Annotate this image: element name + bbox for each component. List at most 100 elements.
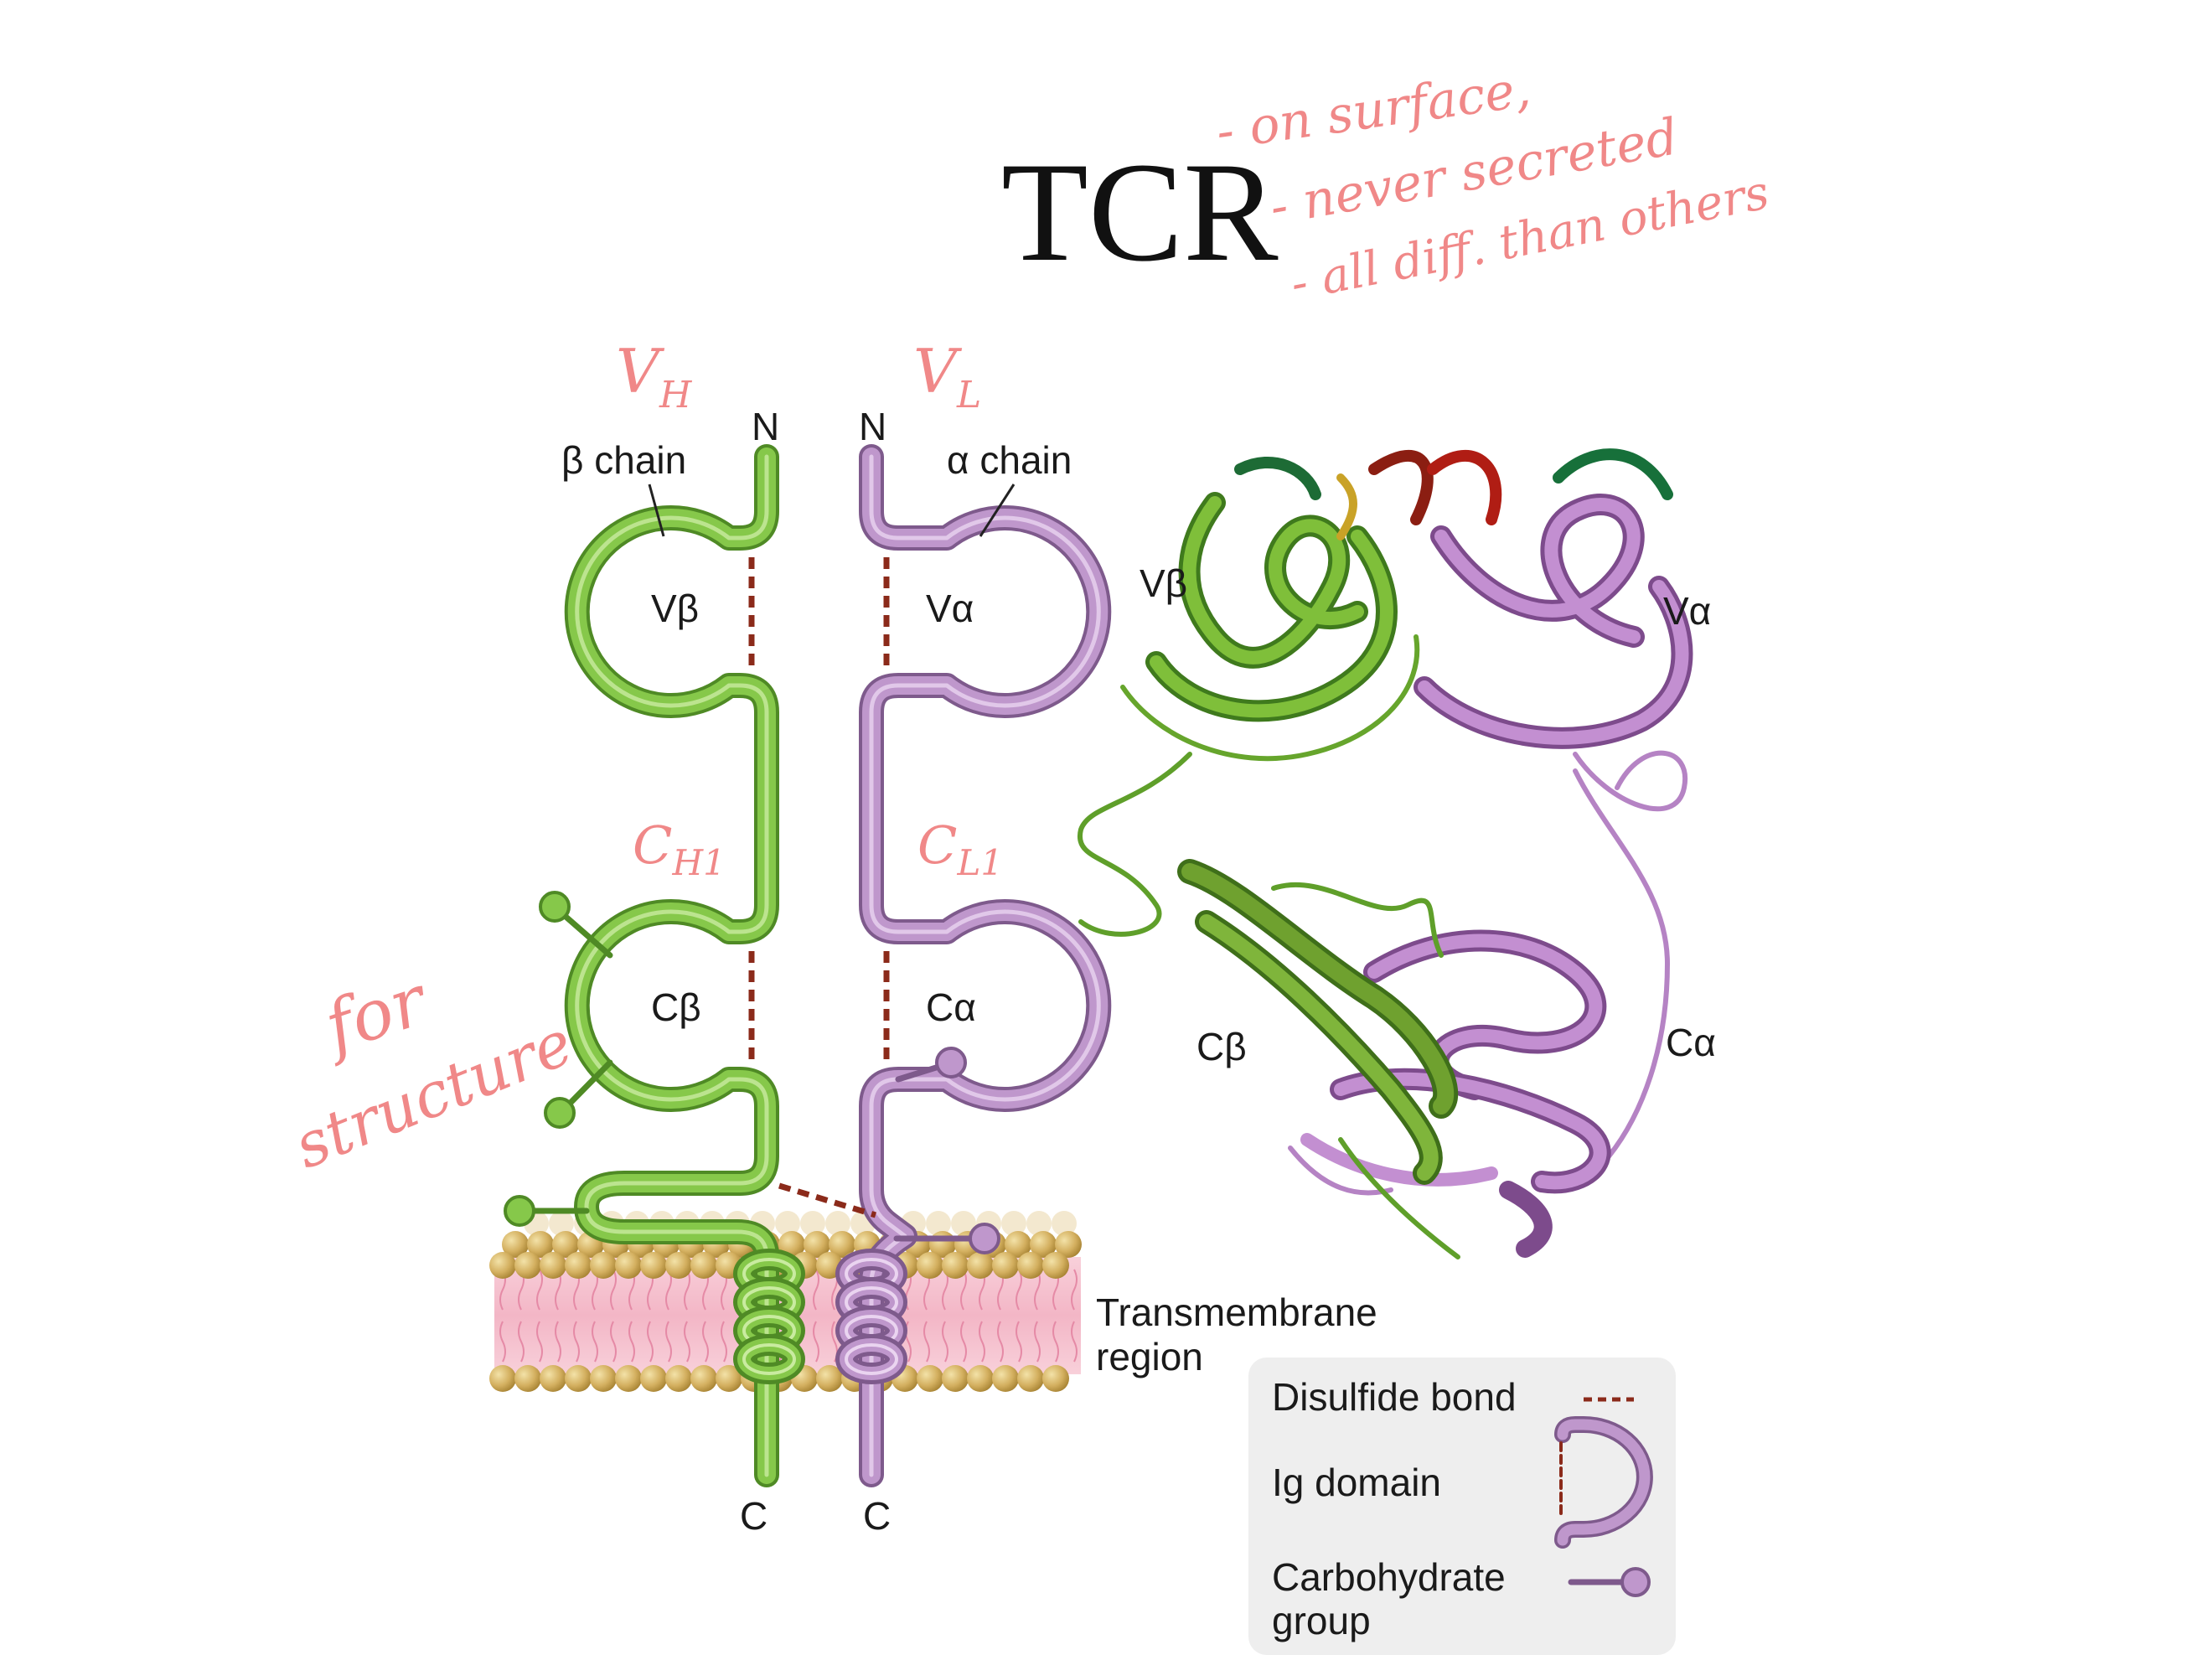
lipid-head	[549, 1211, 574, 1236]
disulfide-interchain	[778, 1182, 877, 1218]
beta-chain-schematic	[564, 444, 779, 1487]
annotation-vh: VH	[616, 336, 693, 416]
legend-carbohydrate-label-2: group	[1272, 1599, 1371, 1642]
lipid-head	[1026, 1211, 1052, 1236]
lipid-head	[1017, 1365, 1044, 1392]
lipid-head	[489, 1365, 516, 1392]
lipid-head	[540, 1365, 566, 1392]
lipid-head	[552, 1231, 579, 1258]
ribbon-linkers	[1077, 752, 1670, 1159]
lipid-head	[502, 1231, 529, 1258]
page-title: TCR	[1001, 133, 1279, 291]
carbohydrate-alpha-2	[893, 1223, 1000, 1254]
lipid-head	[1042, 1252, 1069, 1279]
disulfide-bonds	[748, 557, 890, 1218]
lipid-head	[1055, 1231, 1082, 1258]
lipid-head	[590, 1252, 617, 1279]
lipid-head	[967, 1365, 994, 1392]
ribbon-c-alpha-label: Cα	[1666, 1021, 1716, 1064]
alpha-chain-schematic	[859, 444, 1112, 1487]
annotation-ch1: CH1	[633, 815, 726, 883]
alpha-chain-label: α chain	[947, 438, 1072, 482]
c-terminus-alpha: C	[863, 1494, 891, 1538]
lipid-head	[514, 1252, 541, 1279]
ribbon-v-alpha	[1414, 448, 1693, 812]
c-alpha-domain-label: Cα	[926, 985, 976, 1029]
lipid-head	[1052, 1211, 1077, 1236]
legend-ig-domain-swatch	[1554, 1416, 1653, 1549]
beta-chain-leader	[648, 484, 665, 537]
lipid-head	[665, 1365, 692, 1392]
lipid-head	[1030, 1231, 1057, 1258]
lipid-head	[527, 1231, 554, 1258]
n-terminus-beta: N	[752, 405, 779, 448]
lipid-head	[615, 1365, 642, 1392]
beta-chain-label: β chain	[561, 438, 686, 482]
carbohydrate-beta-3	[504, 1195, 590, 1227]
lipid-tail	[1016, 1269, 1022, 1363]
lipid-head	[1005, 1231, 1031, 1258]
title-notes: - on surface, - never secreted - all dif…	[1212, 59, 1773, 312]
lipid-head	[615, 1252, 642, 1279]
transmembrane-label: Transmembrane	[1096, 1290, 1377, 1334]
lipid-head	[1042, 1365, 1069, 1392]
ribbon-c-beta-label: Cβ	[1196, 1025, 1247, 1068]
annotation-for: for	[311, 959, 439, 1068]
ribbon-v-alpha-label: Vα	[1663, 589, 1711, 633]
ribbon-v-beta	[1120, 449, 1434, 762]
c-beta-domain-label: Cβ	[651, 985, 701, 1029]
lipid-head	[825, 1211, 850, 1236]
lipid-tail	[960, 1269, 967, 1363]
transmembrane-label-2: region	[1096, 1335, 1203, 1378]
legend-ig-domain-label: Ig domain	[1272, 1461, 1441, 1504]
annotation-cl1: CL1	[917, 815, 1003, 883]
helix-turn	[742, 1343, 796, 1375]
tcr-ribbon-structure	[1077, 448, 1693, 1259]
n-terminus-alpha: N	[859, 405, 886, 448]
lipid-head	[775, 1211, 800, 1236]
c-terminus-beta: C	[740, 1494, 767, 1538]
carbohydrate-beta-1	[539, 891, 613, 959]
legend: Disulfide bond Ig domain Carbohydrate gr…	[1248, 1358, 1676, 1655]
lipid-head	[565, 1252, 592, 1279]
lipid-head	[967, 1252, 994, 1279]
lipid-head	[816, 1365, 843, 1392]
lipid-head	[804, 1231, 830, 1258]
lipid-head	[917, 1252, 943, 1279]
lipid-head	[951, 1211, 976, 1236]
carbohydrate-alpha-1	[895, 1047, 967, 1083]
carbohydrate-groups	[504, 891, 1000, 1254]
schematic-labels: N N β chain α chain Vβ Vα Cβ Cα C C Tran…	[561, 405, 1377, 1538]
legend-carbohydrate-label: Carbohydrate	[1272, 1555, 1506, 1599]
ribbon-c-beta	[1177, 859, 1460, 1259]
lipid-head	[590, 1365, 617, 1392]
lipid-tail	[1071, 1269, 1078, 1363]
lipid-head	[489, 1252, 516, 1279]
ribbon-v-beta-label: Vβ	[1140, 561, 1187, 605]
alpha-chain-leader	[979, 484, 1016, 537]
v-beta-domain-label: Vβ	[651, 587, 699, 630]
lipid-head	[565, 1365, 592, 1392]
alpha-transmembrane-helix	[835, 1249, 907, 1384]
lipid-head	[992, 1365, 1019, 1392]
annotation-vl: VL	[913, 336, 981, 416]
lipid-head	[942, 1252, 969, 1279]
lipid-head	[640, 1365, 667, 1392]
lipid-tail	[610, 1269, 617, 1363]
lipid-head	[917, 1365, 943, 1392]
beta-transmembrane-helix	[733, 1249, 805, 1384]
lipid-head	[514, 1365, 541, 1392]
lipid-tail	[536, 1269, 543, 1363]
lipid-head	[800, 1211, 825, 1236]
lipid-tail	[684, 1269, 690, 1363]
legend-disulfide-label: Disulfide bond	[1272, 1375, 1517, 1419]
lipid-head	[690, 1365, 717, 1392]
ribbon-labels: Vβ Vα Cβ Cα	[1140, 561, 1716, 1068]
lipid-head	[942, 1365, 969, 1392]
lipid-head	[540, 1252, 566, 1279]
lipid-head	[665, 1252, 692, 1279]
lipid-head	[640, 1252, 667, 1279]
lipid-tail	[813, 1269, 819, 1363]
lipid-head	[690, 1252, 717, 1279]
